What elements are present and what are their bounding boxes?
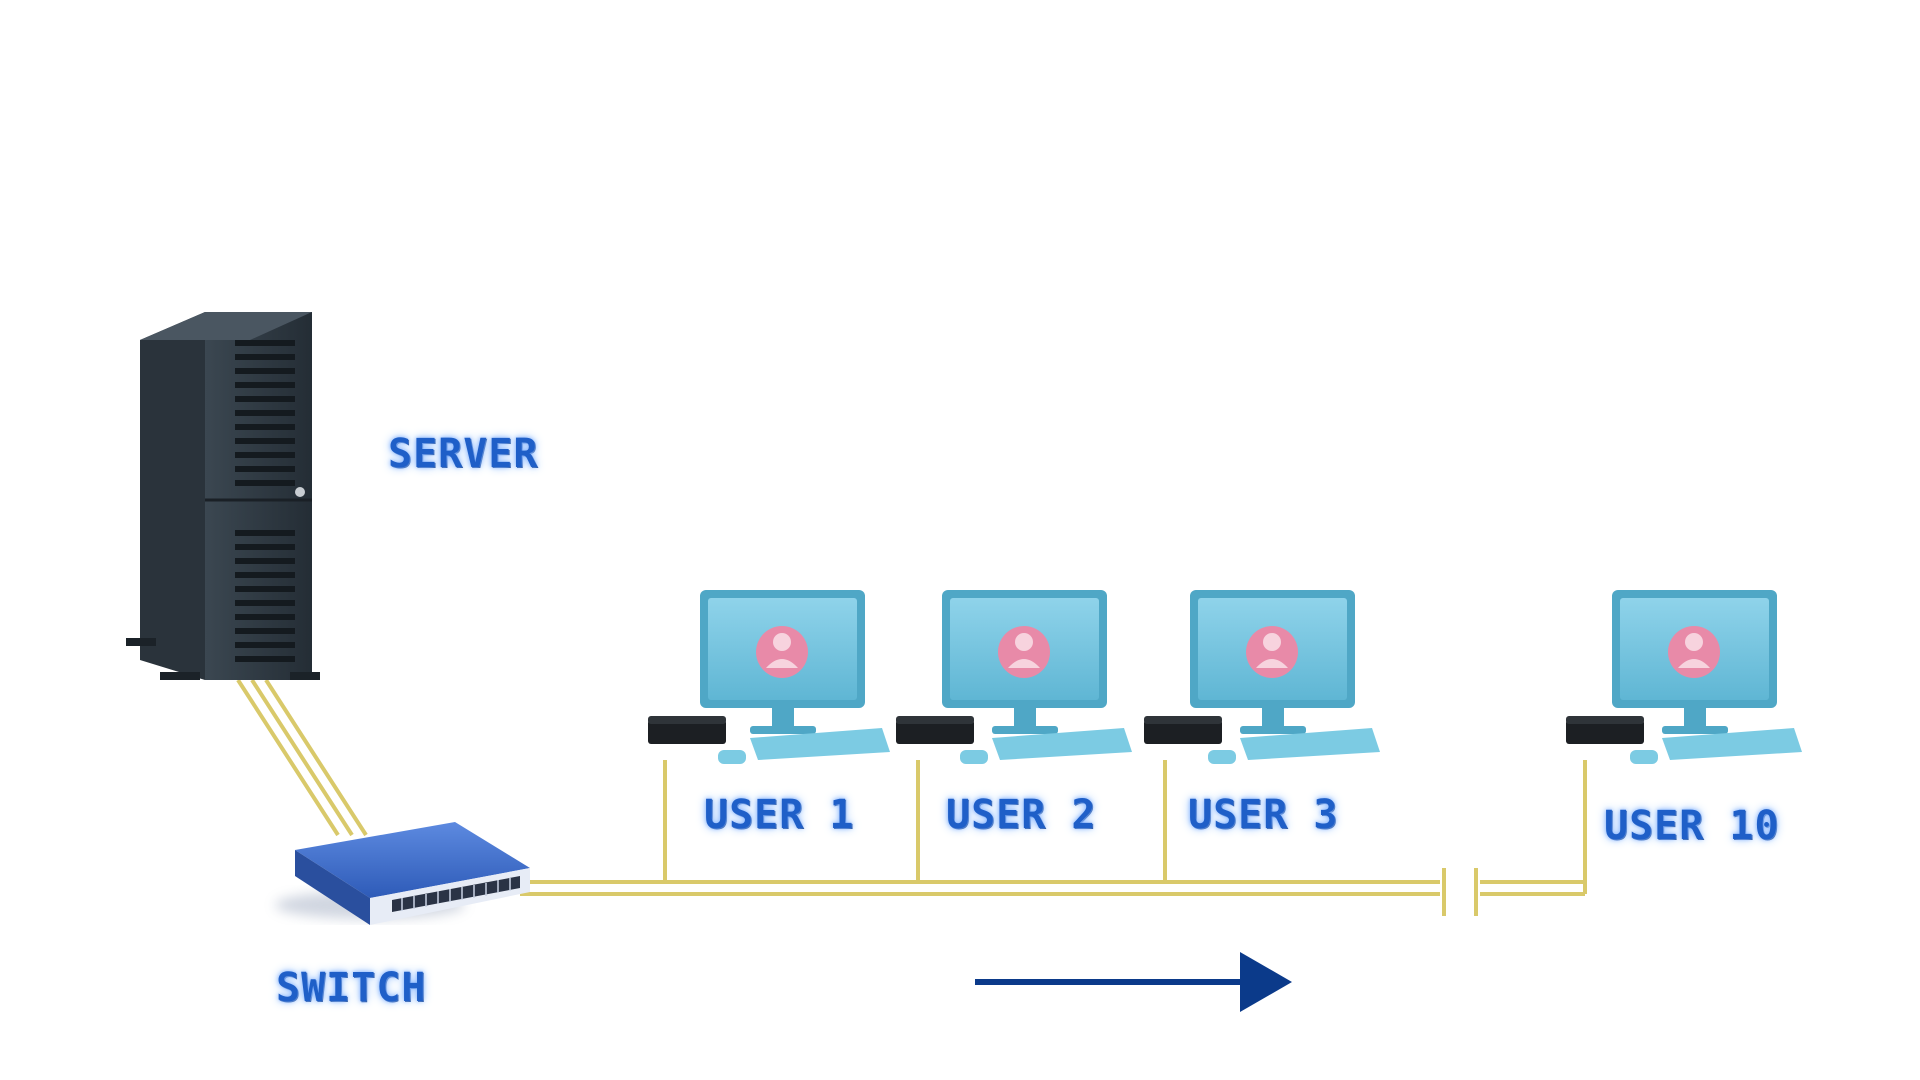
desktop-computer-icon <box>1144 590 1380 764</box>
desktop-computer-icon <box>648 590 890 764</box>
user-avatar-icon <box>1668 626 1720 678</box>
workstation-user-1 <box>648 590 890 764</box>
server-switch-cable-2 <box>250 678 354 837</box>
switch-label: SWITCH <box>276 965 427 1011</box>
server-label: SERVER <box>388 431 539 477</box>
desktop-computer-icon <box>1566 590 1802 764</box>
user-avatar-icon <box>756 626 808 678</box>
cables <box>236 678 1587 916</box>
network-switch-icon <box>275 822 530 925</box>
right-arrow-icon <box>975 952 1292 1012</box>
server-tower-icon <box>126 312 320 680</box>
workstation-user-10 <box>1566 590 1802 764</box>
user-label-10: USER 10 <box>1604 803 1780 849</box>
user-label-2: USER 2 <box>946 792 1097 838</box>
user-avatar-icon <box>1246 626 1298 678</box>
desktop-computer-icon <box>896 590 1132 764</box>
server-switch-cable-1 <box>236 678 340 837</box>
workstation-user-3 <box>1144 590 1380 764</box>
user-avatar-icon <box>998 626 1050 678</box>
user-label-3: USER 3 <box>1188 792 1339 838</box>
user-label-1: USER 1 <box>704 792 855 838</box>
workstation-user-2 <box>896 590 1132 764</box>
server-switch-cable-3 <box>264 678 368 837</box>
